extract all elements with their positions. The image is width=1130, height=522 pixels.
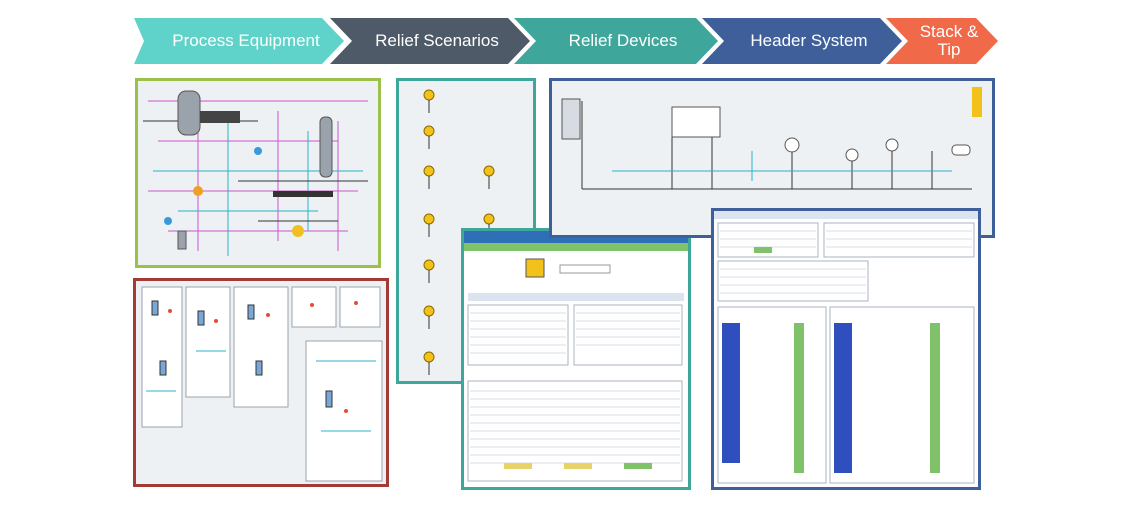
header-network-diagram <box>561 87 982 190</box>
relief-device-editor-form <box>464 231 688 482</box>
workflow-chevron-bar: Process Equipment Relief Scenarios Relie… <box>0 0 1130 80</box>
step-relief-devices[interactable]: Relief Devices <box>514 18 718 64</box>
step-header-system[interactable]: Header System <box>702 18 902 64</box>
process-flowsheet-diagram <box>143 90 368 256</box>
header-results-table <box>714 211 978 484</box>
header-results-panel <box>711 208 981 490</box>
step-label: Header System <box>750 31 868 50</box>
relief-device-editor-panel <box>461 228 691 490</box>
unit-operations-diagram <box>141 286 383 482</box>
step-label: Relief Devices <box>568 31 678 50</box>
process-flowsheet-panel <box>135 78 381 268</box>
unit-operations-panel <box>133 278 389 487</box>
step-stack-tip[interactable]: Stack & Tip <box>886 18 998 64</box>
step-relief-scenarios[interactable]: Relief Scenarios <box>330 18 530 64</box>
relief-device-list-diagram <box>423 89 495 375</box>
step-process-equipment[interactable]: Process Equipment <box>134 18 344 64</box>
step-label: Relief Scenarios <box>375 31 499 50</box>
step-label: Stack & Tip <box>919 22 979 59</box>
step-label: Process Equipment <box>172 31 320 50</box>
